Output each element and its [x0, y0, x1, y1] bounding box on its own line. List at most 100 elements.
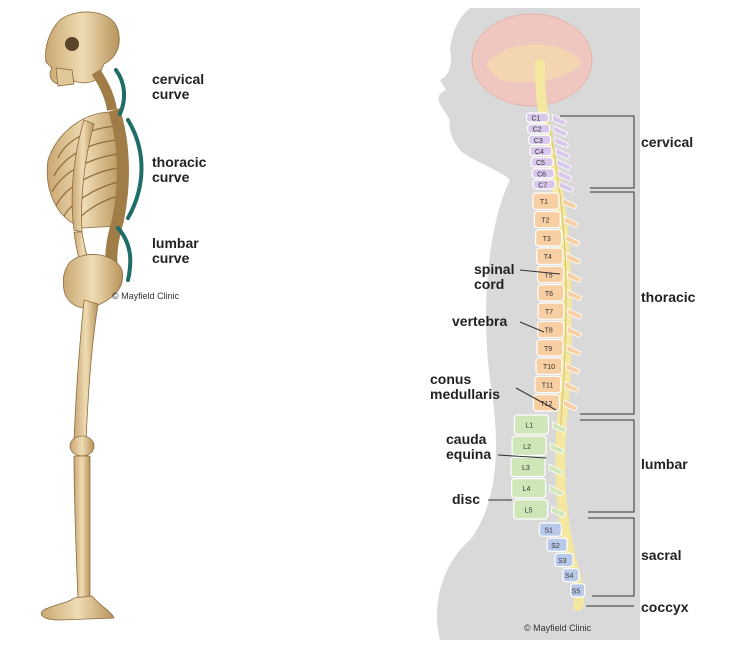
vertebra-label-t10: T10 — [543, 364, 555, 371]
spinous-process-c6 — [557, 169, 573, 182]
spinous-process-l4 — [549, 484, 565, 497]
lumbar-bracket — [580, 419, 635, 513]
disc-label: disc — [452, 491, 481, 507]
region-lumbar: lumbar — [641, 456, 688, 472]
conus-label-line1: conus — [430, 371, 472, 387]
vertebra-s1 — [538, 522, 562, 537]
vertebra-c2 — [527, 123, 551, 134]
vertebra-label-t11: T11 — [542, 383, 554, 390]
spinous-process-t7 — [567, 307, 583, 320]
vertebra-t12 — [532, 394, 560, 412]
vertebrae-column: C1C2C3C4C5C6C7T1T2T3T4T5T6T7T8T9T10T11T1… — [510, 112, 586, 598]
vertebra-label-t7: T7 — [545, 309, 553, 316]
spinous-process-t6 — [567, 289, 583, 302]
lumbar-curve-label-line2: curve — [152, 250, 190, 266]
skeleton-figure — [40, 11, 129, 621]
region-cervical: cervical — [641, 134, 694, 150]
vertebra-t9 — [536, 339, 564, 357]
vertebra-t5 — [536, 265, 565, 284]
vertebra-l2 — [511, 435, 547, 457]
spinous-process-l3 — [548, 463, 564, 476]
vertebra-t2 — [533, 210, 561, 229]
vertebra-label-c2: C2 — [533, 127, 542, 134]
spinous-process-t12 — [562, 399, 578, 412]
vertebra-t1 — [532, 192, 560, 210]
spinous-process-l1 — [552, 420, 567, 434]
vertebra-c6 — [531, 168, 555, 179]
vertebra-label-t5: T5 — [544, 273, 552, 280]
cervical-curve-label-line2: curve — [152, 86, 190, 102]
vertebra-label-l4: L4 — [523, 486, 531, 493]
vertebra-t11 — [534, 375, 562, 394]
vertebra-label-c3: C3 — [534, 138, 543, 145]
vertebra-c7 — [532, 179, 556, 190]
spinous-process-c4 — [555, 147, 571, 160]
spinous-process-t2 — [563, 215, 579, 229]
vertebra-label-t6: T6 — [545, 291, 553, 298]
conus-medullaris-label: conus medullaris — [430, 372, 500, 402]
cervical-curve-label: cervical curve — [152, 72, 204, 102]
vertebra-label-t4: T4 — [544, 254, 552, 261]
spinal-cord-label-line2: cord — [474, 276, 505, 292]
spinous-process-t4 — [566, 252, 582, 265]
thoracic-curve-label: thoracic curve — [152, 155, 206, 185]
vertebra-t4 — [536, 247, 564, 265]
vertebra-label-s2: S2 — [551, 543, 560, 550]
vertebra-label-c5: C5 — [536, 160, 545, 167]
spinous-process-t9 — [566, 344, 582, 357]
sacral-bracket — [588, 517, 635, 597]
spinous-process-t5 — [567, 270, 583, 284]
spinous-process-l5 — [551, 505, 567, 518]
vertebra-t3 — [535, 229, 563, 247]
vertebra-label-s5: S5 — [572, 588, 581, 595]
vertebra-label-l3: L3 — [522, 465, 530, 472]
left-credit: © Mayfield Clinic — [112, 291, 180, 301]
vertebra-l3 — [510, 456, 546, 478]
spinous-process-t10 — [565, 362, 581, 375]
vertebra-c3 — [528, 134, 552, 146]
vertebra-label-c6: C6 — [537, 171, 546, 178]
cervical-bracket — [560, 115, 635, 189]
spinous-process-c3 — [554, 136, 570, 149]
cauda-pointer — [497, 454, 547, 459]
vertebra-s2 — [546, 537, 568, 553]
spinal-cord-label: spinal cord — [474, 262, 514, 292]
lumbar-curve-line — [116, 226, 133, 282]
cervical-curve-label-line1: cervical — [152, 71, 205, 87]
right-credit: © Mayfield Clinic — [524, 623, 592, 633]
conus-label-line2: medullaris — [430, 386, 501, 402]
region-thoracic: thoracic — [641, 289, 696, 305]
spinous-process-t3 — [565, 234, 581, 247]
vertebra-label-c4: C4 — [535, 149, 544, 156]
vertebra-label-s3: S3 — [558, 558, 567, 565]
vertebra-label-s1: S1 — [544, 528, 553, 535]
thoracic-curve-label-line1: thoracic — [152, 154, 207, 170]
vertebra-s3 — [554, 552, 574, 568]
cauda-label-line1: cauda — [446, 431, 487, 447]
vertebra-l5 — [513, 499, 549, 520]
cauda-equina-label: cauda equina — [446, 432, 491, 462]
vertebra-label: vertebra — [452, 313, 508, 329]
cauda-label-line2: equina — [446, 446, 492, 462]
vertebra-label-t3: T3 — [543, 236, 551, 243]
vertebra-label-t9: T9 — [544, 346, 552, 353]
vertebra-label-t2: T2 — [541, 218, 549, 225]
spinous-process-c2 — [553, 125, 569, 138]
vertebra-l4 — [511, 478, 547, 499]
vertebra-t6 — [537, 284, 565, 302]
spinal-cord-label-line1: spinal — [474, 261, 515, 277]
vertebra-s4 — [562, 567, 580, 583]
spinous-process-c5 — [556, 158, 572, 171]
spinous-process-t1 — [562, 197, 578, 210]
vertebra-label-c7: C7 — [538, 182, 547, 189]
vertebra-label-l5: L5 — [525, 507, 533, 514]
spinal-cord-pointer — [519, 269, 561, 275]
vertebra-l1 — [513, 414, 550, 435]
spinous-process-c7 — [558, 180, 574, 193]
vertebra-label-s4: S4 — [565, 573, 574, 580]
lumbar-curve-label: lumbar curve — [152, 236, 199, 266]
region-sacral: sacral — [641, 547, 682, 563]
spinous-process-t11 — [564, 380, 580, 394]
